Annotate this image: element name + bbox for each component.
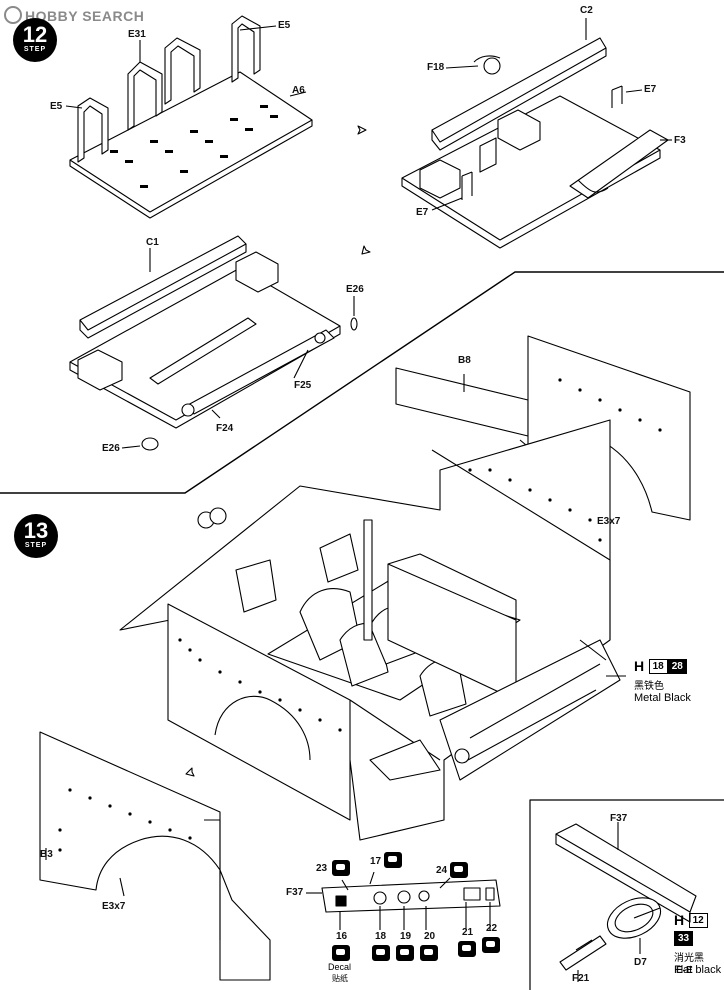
decal-number-20: 20 xyxy=(424,931,436,942)
decal-icon-23 xyxy=(332,860,350,876)
decal-icon-19 xyxy=(396,945,414,961)
part-label-b3: B3 xyxy=(40,849,53,860)
part-label-e26-top: E26 xyxy=(346,284,364,295)
watermark-logo-icon xyxy=(4,6,22,24)
body-rivets xyxy=(178,378,662,732)
paint-code-box-2: 12 xyxy=(688,913,708,928)
part-label-b8: B8 xyxy=(458,355,471,366)
decal-icon-20 xyxy=(420,945,438,961)
decal-icon-22 xyxy=(482,937,500,953)
detail-e-e xyxy=(555,823,697,971)
divider-line xyxy=(0,271,724,494)
part-label-f21: F21 xyxy=(572,973,590,984)
part-label-f18: F18 xyxy=(427,62,445,73)
part-label-e3x7-bottom: E3x7 xyxy=(102,901,126,912)
frame-assembly-c1 xyxy=(69,235,358,451)
detail-frame xyxy=(529,799,724,990)
decal-number-22: 22 xyxy=(486,923,498,934)
side-panel-b3 xyxy=(39,731,271,981)
part-label-e5-left: E5 xyxy=(50,101,63,112)
part-label-f3: F3 xyxy=(674,135,686,146)
paint-callout-flat-black: H 1233 消光黑 Flat black xyxy=(674,912,722,976)
decal-number-18: 18 xyxy=(375,931,387,942)
part-label-f25: F25 xyxy=(294,380,312,391)
vehicle-body xyxy=(119,419,621,841)
section-label-e-e: E-E xyxy=(676,965,693,976)
part-label-f37-detail: F37 xyxy=(610,813,628,824)
part-label-f37-dash: F37 xyxy=(286,887,304,898)
part-label-e5-top: E5 xyxy=(278,20,291,31)
part-label-c1: C1 xyxy=(146,237,159,248)
bracket-e5 xyxy=(77,15,261,163)
decal-number-21: 21 xyxy=(462,927,474,938)
part-label-e7-top: E7 xyxy=(644,84,657,95)
part-label-a6: A6 xyxy=(292,85,305,96)
paint-code-box-dark-2: 33 xyxy=(674,931,694,946)
step-13-word: STEP xyxy=(24,542,48,549)
decal-icon-16 xyxy=(332,945,350,961)
decal-icon-21 xyxy=(458,941,476,957)
decal-number-19: 19 xyxy=(400,931,412,942)
decal-icon-17 xyxy=(384,852,402,868)
decal-number-17: 17 xyxy=(370,856,382,867)
step-12-word: STEP xyxy=(23,46,47,53)
step-arrow-icon-4 xyxy=(185,767,195,777)
paint-code-box: 18 xyxy=(648,659,668,674)
frame-assembly-c2 xyxy=(401,37,669,249)
part-label-f24: F24 xyxy=(216,423,234,434)
decal-number-23: 23 xyxy=(316,863,328,874)
part-label-e26-bottom: E26 xyxy=(102,443,120,454)
decal-caption-cn: 贴纸 xyxy=(332,974,348,983)
part-label-e7-bottom: E7 xyxy=(416,207,429,218)
step-13-badge: 13 STEP xyxy=(14,514,58,558)
step-12-badge: 12 STEP xyxy=(13,18,57,62)
step-arrow-icon xyxy=(357,125,367,135)
step-13-number: 13 xyxy=(23,518,49,543)
part-label-e31: E31 xyxy=(128,29,146,40)
decal-icon-24 xyxy=(450,862,468,878)
paint-code-box-dark: 28 xyxy=(667,659,687,674)
step-arrow-icon-2 xyxy=(361,245,371,255)
part-label-e3x7-top: E3x7 xyxy=(597,516,621,527)
dashboard-f37 xyxy=(321,879,501,913)
bracket-e31 xyxy=(127,37,201,131)
part-label-d7: D7 xyxy=(634,957,647,968)
decal-number-16: 16 xyxy=(336,931,348,942)
decal-number-24: 24 xyxy=(436,865,448,876)
watermark: HOBBY SEARCH xyxy=(4,6,144,24)
decal-icon-18 xyxy=(372,945,390,961)
part-label-c2: C2 xyxy=(580,5,593,16)
floor-plate-a6 xyxy=(69,71,313,219)
decal-caption-en: Decal xyxy=(328,962,352,972)
step-12-number: 12 xyxy=(22,22,48,47)
